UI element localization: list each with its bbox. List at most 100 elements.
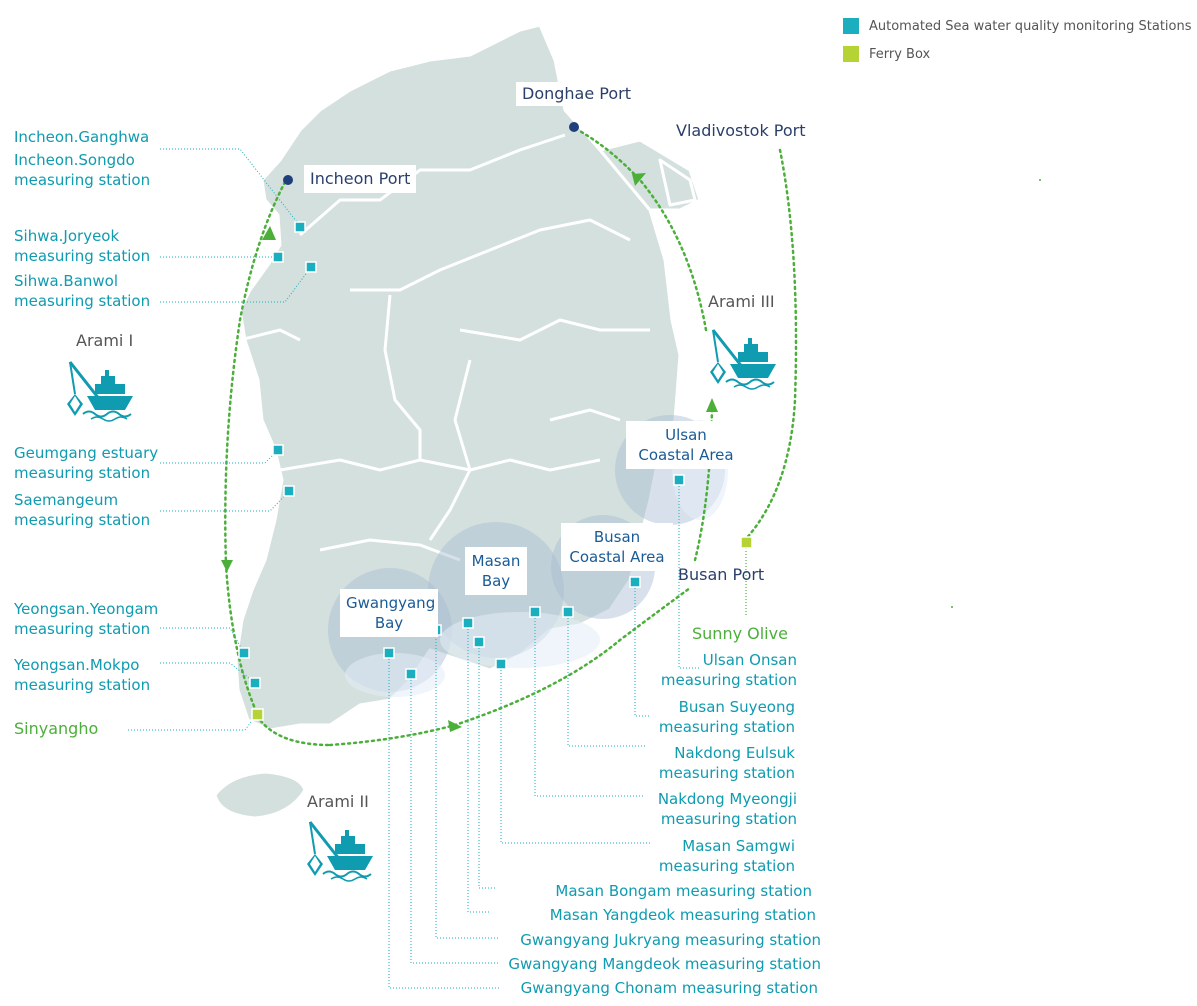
arrow-south (448, 720, 462, 732)
station-jukryang: Gwangyang Jukryang measuring station (520, 931, 821, 949)
legend-stations-label: Automated Sea water quality monitoring S… (869, 18, 1192, 34)
station-songdo-line1: Incheon.Songdo (14, 151, 135, 169)
station-yeongam-line1: Yeongsan.Yeongam (14, 600, 159, 618)
port-donghae: Donghae Port (516, 82, 637, 106)
station-myeongji: Nakdong Myeongji measuring station (658, 789, 797, 829)
station-mokpo: Yeongsan.Mokpo measuring station (14, 655, 150, 695)
area-busan: Busan Coastal Area (561, 523, 673, 571)
marker-songdo (294, 221, 306, 233)
station-bongam: Masan Bongam measuring station (555, 882, 812, 900)
ferry-markers (251, 536, 753, 721)
marker-suyeong (629, 576, 641, 588)
port-busan: Busan Port (678, 565, 765, 584)
station-banwol-line1: Sihwa.Banwol (14, 272, 119, 290)
area-ulsan-line1: Ulsan (665, 426, 707, 444)
area-gwangyang: Gwangyang Bay (340, 589, 438, 637)
area-gwangyang-line2: Bay (374, 614, 404, 632)
ulleung-area (658, 158, 697, 207)
route-incheon-west (224, 180, 332, 747)
legend-ferry-swatch (843, 46, 859, 62)
marker-samgwi (495, 658, 507, 670)
station-banwol: Sihwa.Banwol measuring station (14, 271, 150, 311)
marker-sinyangho (251, 708, 264, 721)
legend-station-swatch (843, 18, 859, 34)
station-samgwi: Masan Samgwi measuring station (659, 836, 795, 876)
marker-onsan (673, 474, 685, 486)
station-yeongam: Yeongsan.Yeongam measuring station (14, 599, 158, 639)
station-suyeong: Busan Suyeong measuring station (659, 697, 795, 737)
station-eulsuk-line2: measuring station (658, 764, 795, 782)
station-suyeong-line1: Busan Suyeong (678, 698, 795, 716)
marker-bongam (473, 636, 485, 648)
station-saemangeum: Saemangeum measuring station (14, 490, 150, 530)
station-markers (238, 221, 685, 689)
station-songdo-line2: measuring station (14, 171, 151, 189)
port-dot-incheon (283, 175, 293, 185)
port-incheon: Incheon Port (304, 165, 417, 193)
station-joryeok: Sihwa.Joryeok measuring station (14, 226, 150, 266)
arrow-up-east (706, 398, 718, 412)
marker-joryeok (272, 251, 284, 263)
province-borders (239, 133, 650, 562)
station-onsan-line1: Ulsan Onsan (702, 651, 797, 669)
station-banwol-line2: measuring station (14, 292, 151, 310)
area-gwangyang-line1: Gwangyang (346, 594, 436, 612)
station-myeongji-line1: Nakdong Myeongji (657, 790, 797, 808)
station-eulsuk: Nakdong Eulsuk measuring station (659, 743, 795, 783)
area-busan-line2: Coastal Area (569, 548, 665, 566)
ship-arami2: Arami II (307, 792, 369, 811)
station-geumgang-line2: measuring station (14, 464, 151, 482)
port-dot-donghae (569, 122, 579, 132)
port-dots (283, 122, 579, 185)
legend-stations: Automated Sea water quality monitoring S… (843, 18, 1192, 34)
marker-mokpo (249, 677, 261, 689)
area-ulsan-line2: Coastal Area (638, 446, 734, 464)
ferry-sinyangho: Sinyangho (14, 719, 99, 738)
station-mokpo-line2: measuring station (14, 676, 151, 694)
area-masan-line1: Masan (471, 552, 521, 570)
arrow-west (221, 560, 233, 572)
ship-arami3: Arami III (708, 292, 775, 311)
legend-ferry-label: Ferry Box (869, 46, 931, 62)
arrow-donghae (632, 173, 646, 186)
jeju-island (213, 770, 307, 820)
route-east-donghae (576, 128, 708, 332)
leader-lines (128, 148, 700, 989)
station-yeongam-line2: measuring station (14, 620, 151, 638)
arami1-ship-icon (65, 360, 135, 423)
area-busan-line1: Busan (593, 528, 641, 546)
station-samgwi-line1: Masan Samgwi (682, 837, 795, 855)
ship-routes (224, 128, 798, 747)
station-suyeong-line2: measuring station (658, 718, 795, 736)
station-onsan-line2: measuring station (660, 671, 797, 689)
marker-saemangeum (283, 485, 295, 497)
station-geumgang: Geumgang estuary measuring station (14, 443, 158, 483)
station-saemangeum-line2: measuring station (14, 511, 151, 529)
station-mokpo-line1: Yeongsan.Mokpo (14, 656, 140, 674)
station-ganghwa: Incheon.Ganghwa (14, 128, 150, 146)
ship-arami1: Arami I (76, 331, 134, 350)
station-eulsuk-line1: Nakdong Eulsuk (674, 744, 795, 762)
marker-myeongji (529, 606, 541, 618)
station-mangdeok: Gwangyang Mangdeok measuring station (508, 955, 821, 973)
marker-yeongam (238, 647, 250, 659)
marker-eulsuk (562, 606, 574, 618)
station-samgwi-line2: measuring station (658, 857, 795, 875)
area-masan-line2: Bay (481, 572, 511, 590)
tiny-dots (951, 179, 1041, 608)
arami3-ship-icon (708, 328, 778, 391)
station-saemangeum-line1: Saemangeum (14, 491, 119, 509)
station-joryeok-line1: Sihwa.Joryeok (14, 227, 120, 245)
marker-mangdeok (405, 668, 417, 680)
route-south (328, 586, 692, 747)
legend-ferry: Ferry Box (843, 46, 930, 62)
area-ulsan: Ulsan Coastal Area (626, 421, 746, 469)
ferry-sunny-olive: Sunny Olive (692, 624, 788, 643)
station-geumgang-line1: Geumgang estuary (14, 444, 159, 462)
station-yangdeok: Masan Yangdeok measuring station (549, 906, 816, 924)
arrow-incheon (262, 226, 276, 240)
station-songdo: Incheon.Songdo measuring station (14, 150, 150, 190)
station-myeongji-line2: measuring station (660, 810, 797, 828)
area-masan: Masan Bay (465, 547, 527, 595)
